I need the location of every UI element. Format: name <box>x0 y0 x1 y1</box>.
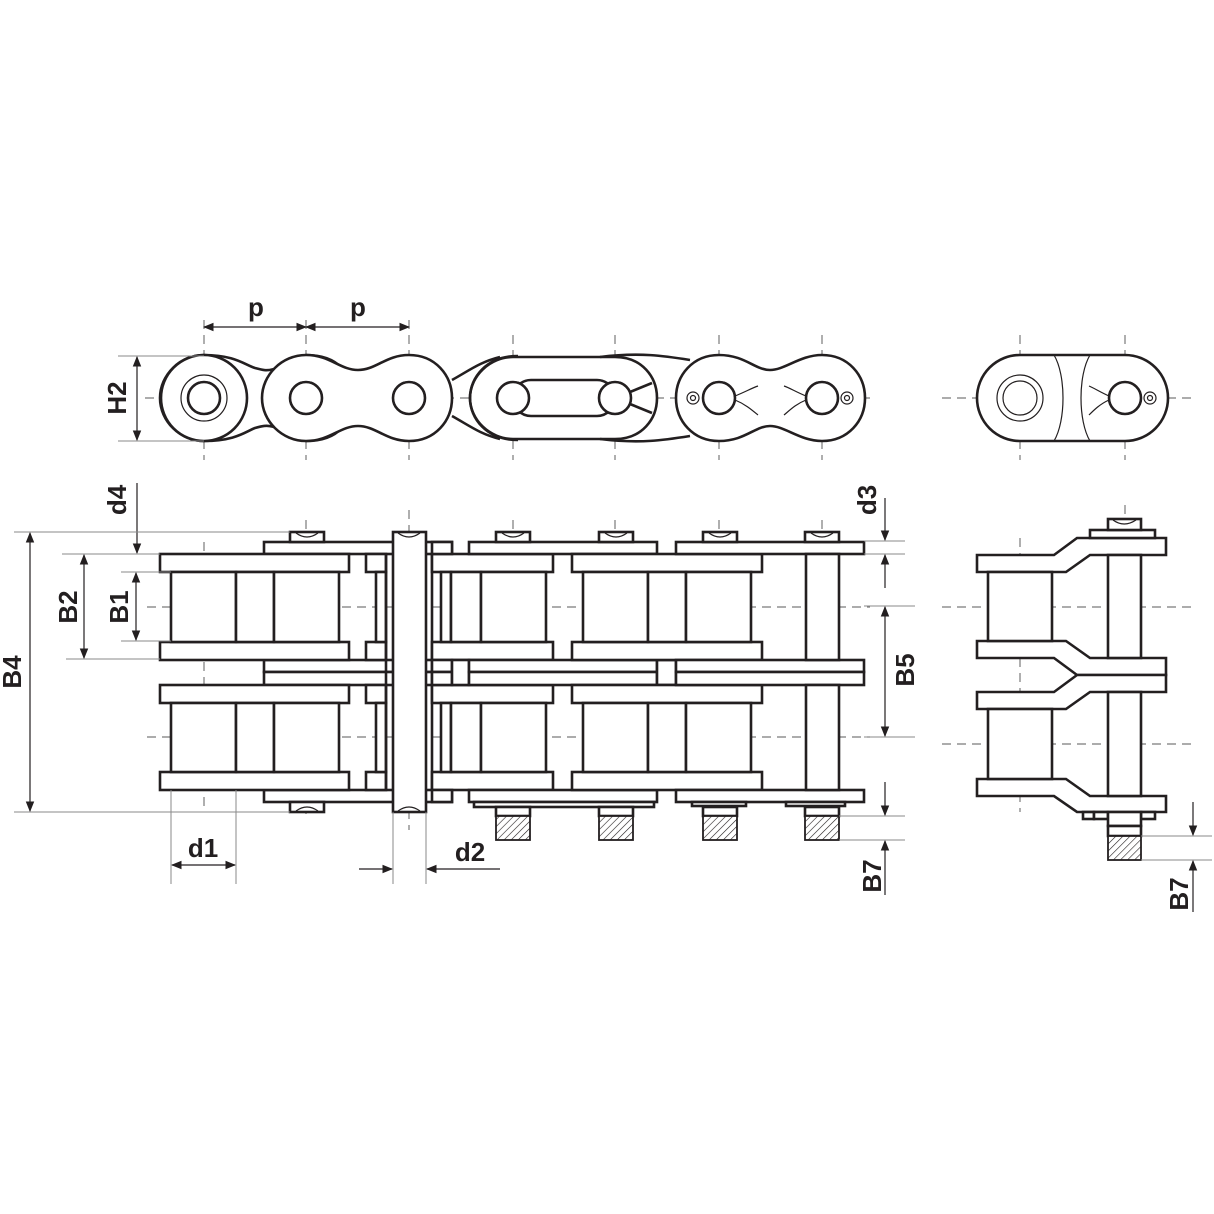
pin-head <box>495 380 531 416</box>
offset-plate-bottom <box>975 777 1168 814</box>
label-b4: B4 <box>0 655 27 689</box>
roller <box>169 570 238 644</box>
pin-hole <box>288 380 324 416</box>
connecting-link-edge <box>468 354 519 442</box>
long-pin <box>391 530 428 814</box>
pin-hole <box>391 380 427 416</box>
label-d4: d4 <box>102 484 132 515</box>
side-view <box>145 320 870 460</box>
inner-plate <box>260 353 454 443</box>
pin-head <box>701 380 737 416</box>
outer-plate-cotter <box>674 353 867 443</box>
label-b2: B2 <box>53 590 83 623</box>
top-view <box>147 510 870 841</box>
bushing-ring <box>180 374 228 422</box>
dimensions: p p H2 d4 B4 B2 B1 d1 d2 <box>0 292 1212 912</box>
pin-head <box>597 380 633 416</box>
label-b1: B1 <box>104 590 134 623</box>
cotter-eye <box>840 391 854 405</box>
cotter-pin-legs <box>783 385 807 416</box>
label-b5: B5 <box>890 653 920 686</box>
label-b7-end: B7 <box>1164 877 1194 910</box>
end-view-top <box>942 505 1192 861</box>
pin-section-hatched <box>495 815 531 841</box>
pin-hole <box>186 380 222 416</box>
cotter-pin-legs <box>734 385 759 416</box>
bushing <box>234 570 276 644</box>
cotter-eye <box>686 391 700 405</box>
label-p: p <box>350 292 366 322</box>
roller <box>272 570 341 644</box>
label-d3: d3 <box>852 485 882 515</box>
plate-edge <box>451 355 501 382</box>
label-d2: d2 <box>455 837 485 867</box>
plate-edge <box>451 414 501 441</box>
label-d1: d1 <box>188 833 218 863</box>
label-p: p <box>248 292 264 322</box>
inner-plate <box>158 552 351 574</box>
roller-end <box>159 353 249 443</box>
label-b7: B7 <box>857 859 887 892</box>
pin-head <box>804 380 840 416</box>
label-h2: H2 <box>102 381 132 414</box>
end-view-side <box>942 335 1192 460</box>
